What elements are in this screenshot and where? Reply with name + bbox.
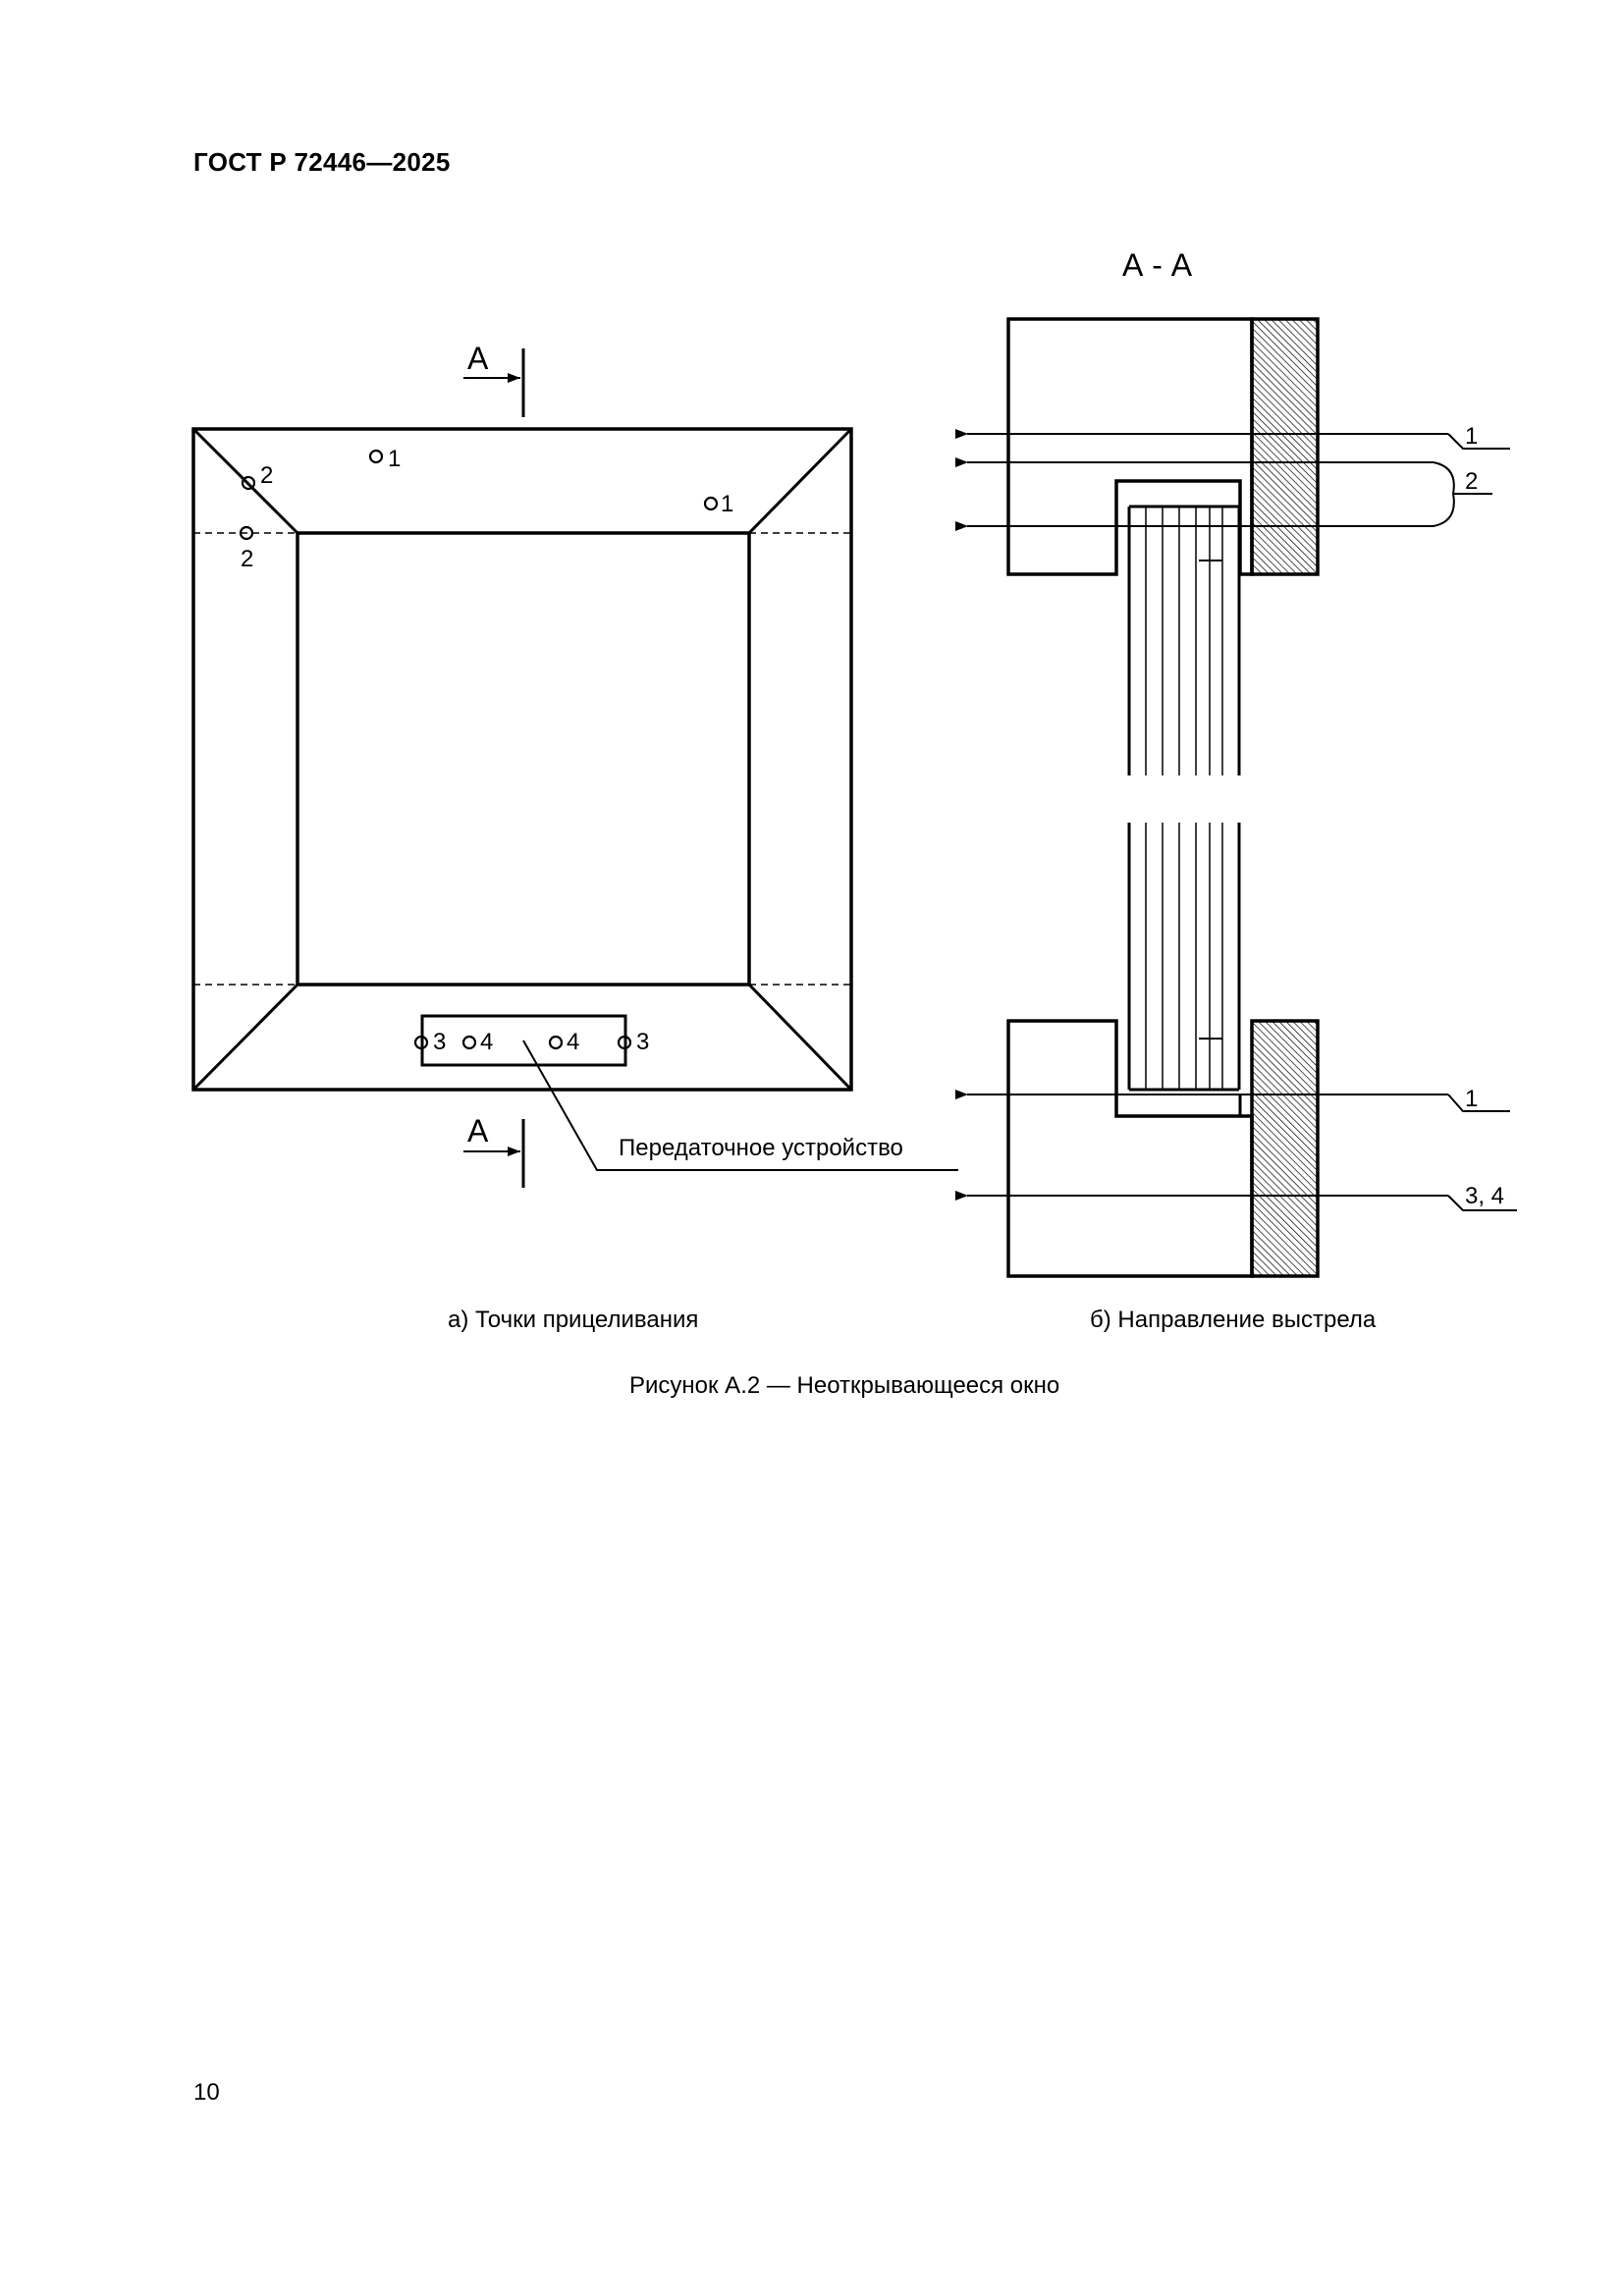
frame-corner-tr [747,427,853,535]
leader-1-bottom-line [1447,1094,1510,1112]
device-label: Передаточное устройство [619,1135,903,1161]
window-outer-frame [191,427,853,1092]
point-2-dashed-marker [239,525,254,541]
window-glass [296,531,751,987]
point-1-top-marker [368,449,384,464]
point-3-right-label: 3 [636,1029,649,1055]
figure-caption: Рисунок А.2 — Неоткрывающееся окно [629,1372,1059,1399]
point-4-right-label: 4 [567,1029,579,1055]
point-1-top-label: 1 [388,446,401,472]
point-4-left-marker [461,1035,477,1050]
point-2-dashed-label: 2 [241,546,253,572]
point-3-left-marker [413,1035,429,1050]
point-3-right-marker [617,1035,632,1050]
panel-a-caption: а) Точки прицеливания [448,1307,698,1333]
point-2-diagonal-marker [241,475,256,491]
page-number: 10 [193,2079,220,2106]
point-2-diagonal-label: 2 [260,462,273,489]
device-leader-line [522,1040,958,1171]
point-1-right-marker [703,496,719,511]
panel-a: А А 1 1 2 2 3 4 4 3 Передаточное устройс… [191,341,958,1333]
point-1-right-label: 1 [721,491,733,517]
wall-hatch-top [1250,317,1320,576]
glazing-top [1127,505,1241,775]
section-marker-top: А [467,341,489,376]
frame-corner-br [747,983,853,1092]
panel-b-caption: б) Направление выстрела [1090,1307,1377,1333]
leader-1-top-line [1447,433,1510,450]
leader-3-4-line [1447,1195,1517,1211]
section-title: А - А [1122,247,1193,283]
glazing-bottom [1127,823,1241,1092]
wall-hatch-bottom [1250,1019,1320,1278]
point-4-right-marker [548,1035,564,1050]
leader-2-label: 2 [1465,468,1478,495]
point-3-left-label: 3 [433,1029,446,1055]
point-4-left-label: 4 [480,1029,493,1055]
leader-2-bracket [1433,461,1492,527]
section-marker-bottom: А [467,1113,489,1148]
leader-1-top-label: 1 [1465,423,1478,450]
frame-corner-tl [191,427,299,535]
transfer-device [420,1014,627,1067]
leader-3-4-label: 3, 4 [1465,1183,1504,1209]
panel-b: А - А [955,247,1517,1333]
frame-corner-bl [191,983,299,1092]
document-header: ГОСТ Р 72446—2025 [193,147,451,177]
frame-section-bottom-rebate [1114,1021,1242,1118]
leader-1-bottom-label: 1 [1465,1086,1478,1112]
